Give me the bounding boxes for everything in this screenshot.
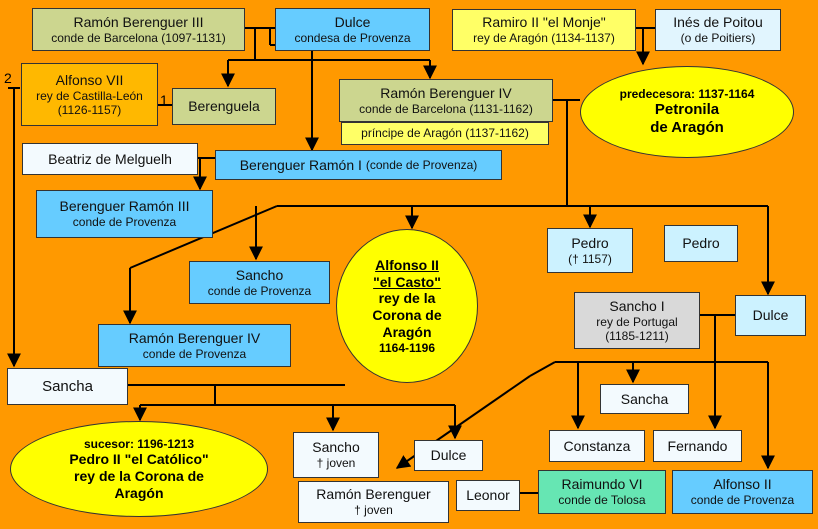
person-ramon-berenguer-iii[interactable]: Ramón Berenguer III conde de Barcelona (… <box>32 8 245 51</box>
person-title: Aragón <box>382 324 432 340</box>
person-name: Sancha <box>42 377 93 395</box>
person-name: Petronila <box>654 101 720 119</box>
person-title: conde de Provenza <box>142 346 247 361</box>
person-title: conde de Provenza <box>72 215 177 230</box>
person-name: Ramón Berenguer III <box>73 13 204 30</box>
person-dates: (1126-1157) <box>57 102 122 117</box>
person-sancho-provenza[interactable]: Sancho conde de Provenza <box>189 261 330 304</box>
person-name: Sancha <box>620 390 669 407</box>
person-name: Constanza <box>563 437 631 454</box>
person-pedro[interactable]: Pedro <box>664 225 738 262</box>
person-name: Alfonso II <box>713 476 772 493</box>
person-name: Sancho I <box>609 297 665 314</box>
person-name: Ramón Berenguer <box>316 486 431 503</box>
person-ramon-berenguer-iv-provenza[interactable]: Ramón Berenguer IV conde de Provenza <box>98 324 291 367</box>
person-dates: 1164-1196 <box>378 340 436 355</box>
person-berenguela[interactable]: Berenguela <box>172 88 276 125</box>
person-name: Ramiro II "el Monje" <box>482 14 606 31</box>
person-sancho-i[interactable]: Sancho I rey de Portugal (1185-1211) <box>574 292 700 349</box>
person-name: Beatriz de Melguelh <box>48 150 172 167</box>
person-rb4-principe: príncipe de Aragón (1137-1162) <box>341 122 549 145</box>
reign-label: sucesor: 1196-1213 <box>83 436 195 451</box>
person-sancho-joven[interactable]: Sancho † joven <box>293 432 379 478</box>
person-title: conde de Tolosa <box>558 493 646 508</box>
person-title: condesa de Provenza <box>294 30 411 45</box>
person-beatriz-de-melguelh[interactable]: Beatriz de Melguelh <box>22 143 198 175</box>
person-name: Dulce <box>752 307 789 324</box>
person-title: rey de Aragón (1134-1137) <box>473 31 615 46</box>
person-title: conde de Barcelona (1131-1162) <box>359 101 533 116</box>
person-name: Fernando <box>667 437 728 454</box>
person-name: Raimundo VI <box>561 476 643 493</box>
person-dulce-portugal[interactable]: Dulce <box>735 295 806 336</box>
person-name: Berenguer Ramón I <box>239 156 362 173</box>
person-name: Alfonso II <box>375 256 439 273</box>
person-dates: (1185-1211) <box>605 328 669 343</box>
person-dates: † joven <box>316 456 356 471</box>
person-name: Inés de Poitou <box>673 14 763 31</box>
person-ramiro-ii[interactable]: Ramiro II "el Monje" rey de Aragón (1134… <box>452 9 636 51</box>
person-ramon-berenguer-iv[interactable]: Ramón Berenguer IV conde de Barcelona (1… <box>339 79 553 122</box>
person-ramon-berenguer-joven[interactable]: Ramón Berenguer † joven <box>298 481 449 523</box>
person-name: Sancho <box>235 266 284 283</box>
person-title: Aragón <box>114 484 164 501</box>
person-title: (conde de Provenza) <box>365 157 478 172</box>
person-sancha[interactable]: Sancha <box>7 368 128 405</box>
marker-1: 1 <box>160 92 168 108</box>
person-raimundo-vi[interactable]: Raimundo VI conde de Tolosa <box>538 470 666 514</box>
person-name: Leonor <box>466 487 510 504</box>
person-name: Sancho <box>312 439 360 456</box>
person-name: Berenguela <box>188 98 260 115</box>
person-alfonso-vii[interactable]: Alfonso VII rey de Castilla-León (1126-1… <box>21 63 158 126</box>
person-dulce-hija[interactable]: Dulce <box>414 440 483 471</box>
person-petronila[interactable]: predecesora: 1137-1164 Petronila de Arag… <box>580 66 794 158</box>
person-constanza[interactable]: Constanza <box>549 430 645 462</box>
person-berenguer-ramon-i[interactable]: Berenguer Ramón I (conde de Provenza) <box>215 150 502 180</box>
person-name: Pedro <box>682 235 720 252</box>
person-pedro-ii-el-catolico[interactable]: sucesor: 1196-1213 Pedro II "el Católico… <box>10 421 268 517</box>
person-title: rey de la <box>378 290 436 307</box>
person-name: Pedro <box>571 234 609 251</box>
person-title: (o de Poitiers) <box>680 31 756 46</box>
person-title: conde de Provenza <box>690 493 795 508</box>
person-dates: † joven <box>354 503 393 518</box>
person-name: Ramón Berenguer IV <box>128 329 261 346</box>
person-title: conde de Barcelona (1097-1131) <box>51 30 226 45</box>
person-name: Berenguer Ramón III <box>59 198 190 215</box>
person-title: rey de Portugal <box>596 314 678 329</box>
person-alfonso-ii-provenza[interactable]: Alfonso II conde de Provenza <box>672 470 813 514</box>
person-dulce-condesa[interactable]: Dulce condesa de Provenza <box>275 8 430 51</box>
person-title: conde de Provenza <box>207 283 312 298</box>
person-name: Ramón Berenguer IV <box>380 84 512 101</box>
person-sancha-daughter[interactable]: Sancha <box>600 384 689 414</box>
person-dates: († 1157) <box>568 251 612 266</box>
person-name: de Aragón <box>650 119 724 137</box>
person-pedro-1157[interactable]: Pedro († 1157) <box>547 228 633 273</box>
person-fernando[interactable]: Fernando <box>653 430 742 462</box>
person-epithet: "el Casto" <box>373 273 441 290</box>
person-ines-de-poitou[interactable]: Inés de Poitou (o de Poitiers) <box>655 9 781 51</box>
marker-2: 2 <box>4 70 12 86</box>
person-name: Dulce <box>334 13 371 30</box>
person-leonor[interactable]: Leonor <box>456 480 520 511</box>
person-title: rey de Castilla-León <box>36 88 143 103</box>
person-alfonso-ii-el-casto[interactable]: Alfonso II "el Casto" rey de la Corona d… <box>336 229 478 383</box>
person-berenguer-ramon-iii[interactable]: Berenguer Ramón III conde de Provenza <box>36 190 213 238</box>
person-name: Alfonso VII <box>55 71 124 88</box>
person-title: rey de la Corona de <box>74 467 204 484</box>
person-title: príncipe de Aragón (1137-1162) <box>361 126 529 141</box>
person-title: Corona de <box>372 307 442 324</box>
person-name: Pedro II "el Católico" <box>69 451 209 467</box>
person-name: Dulce <box>430 447 467 464</box>
reign-label: predecesora: 1137-1164 <box>619 86 755 101</box>
